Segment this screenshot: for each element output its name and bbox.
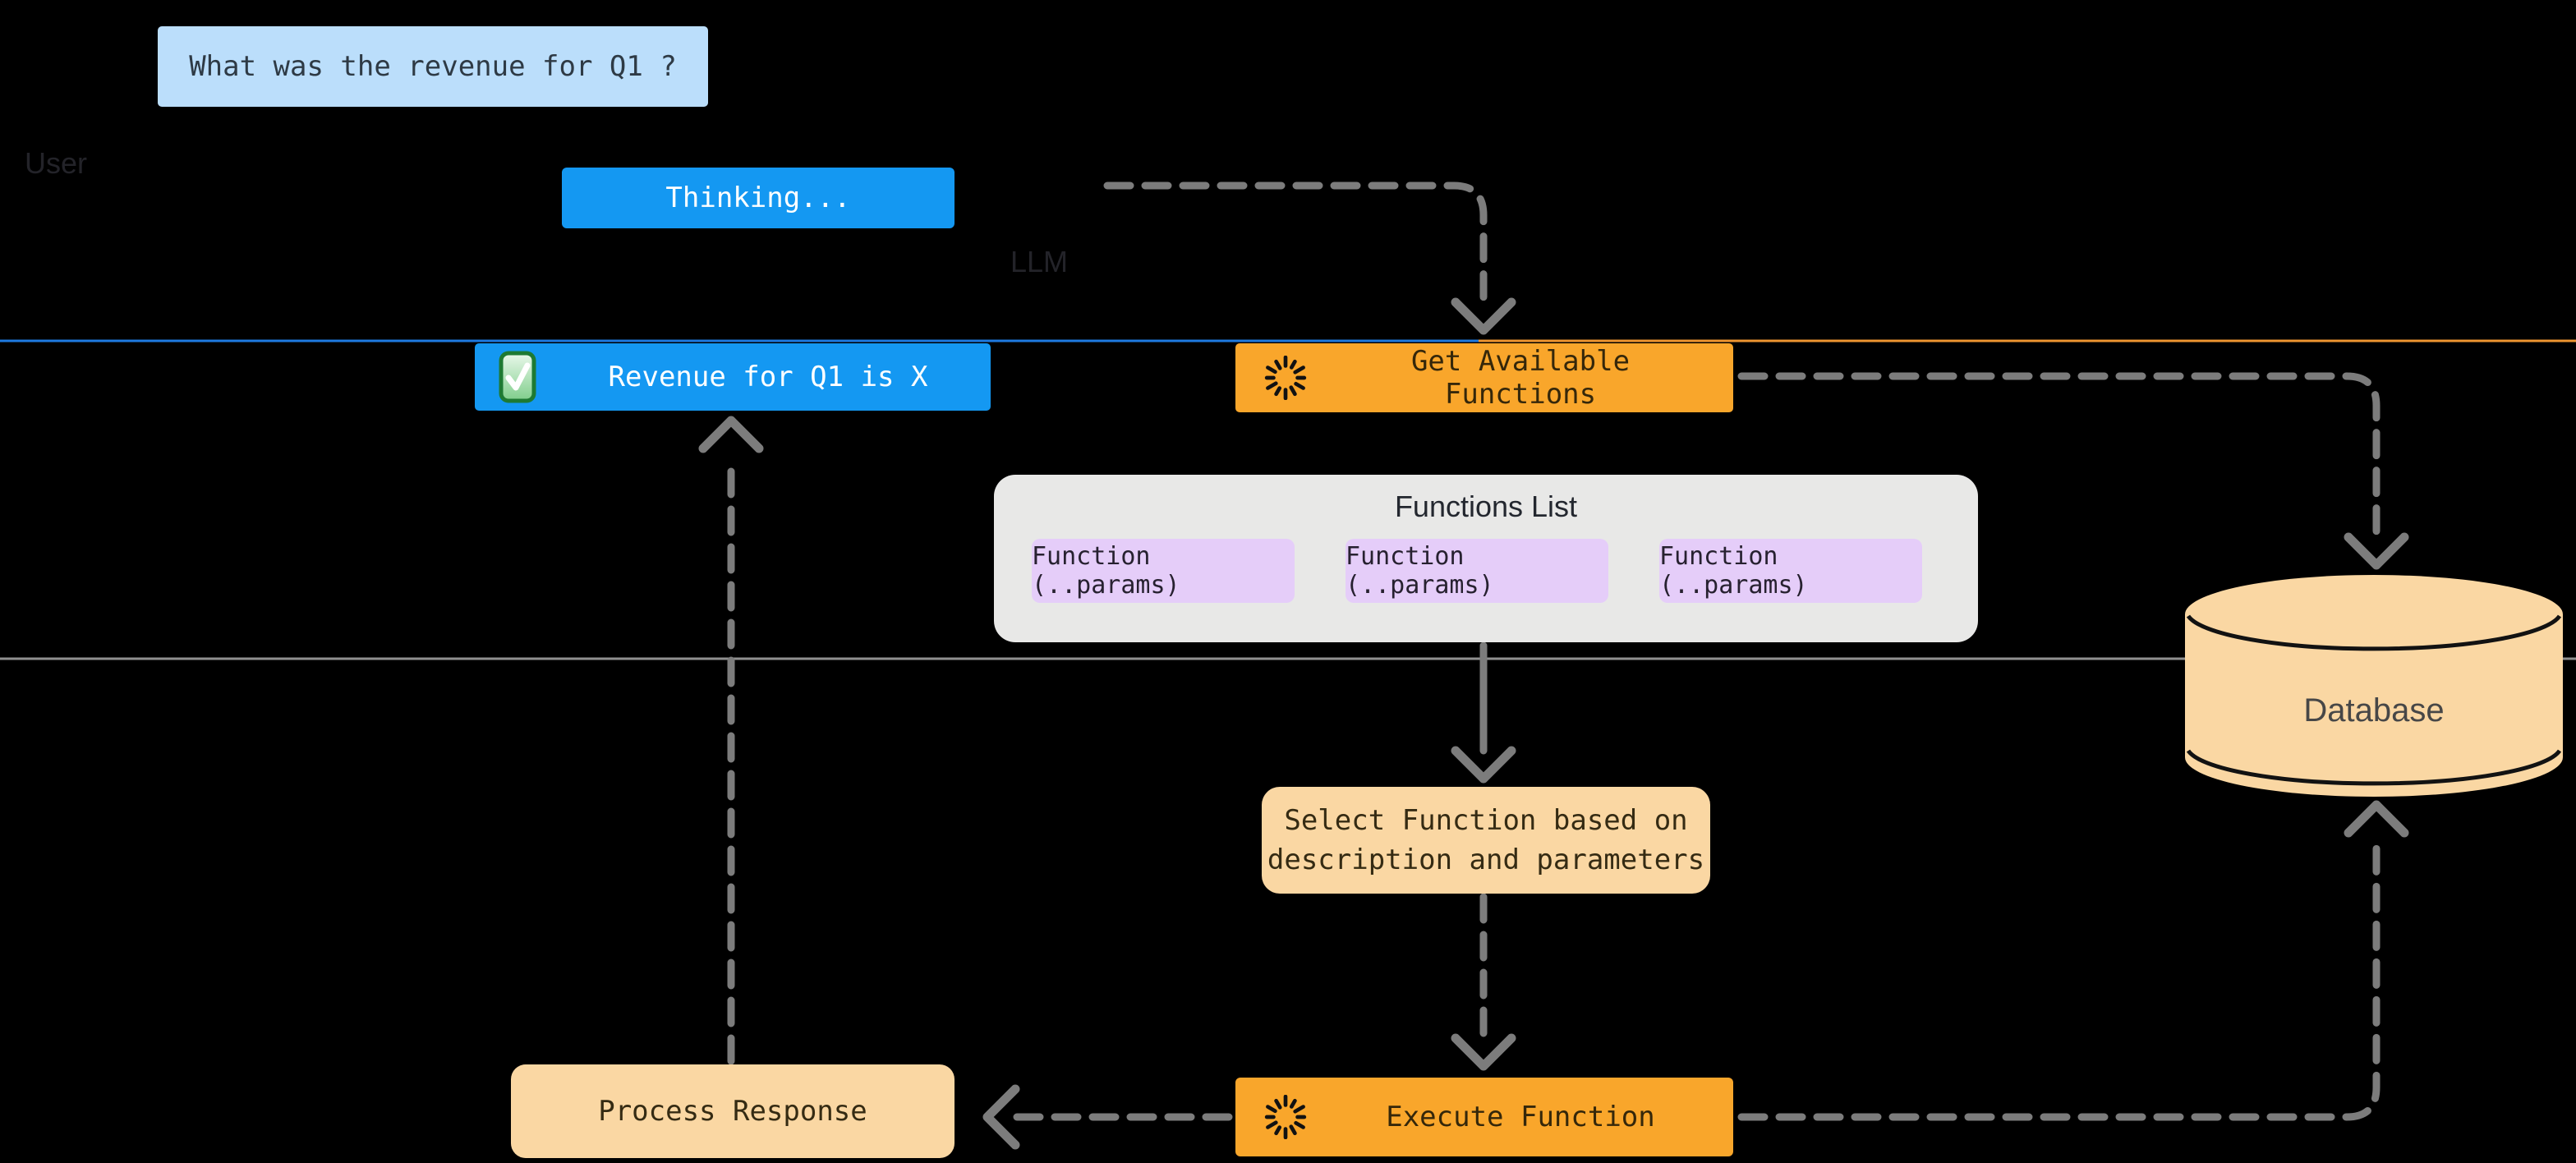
arrow-thinking-to-getfunctions — [1103, 182, 1488, 313]
thinking-label: Thinking... — [665, 182, 851, 214]
revenue-answer-box: Revenue for Q1 is X — [475, 343, 991, 411]
lane-label-user: User — [25, 146, 88, 180]
arrowhead-down-selectfn — [1451, 746, 1516, 784]
check-badge-icon — [499, 351, 536, 403]
function-item: Function (..params) — [1032, 539, 1295, 603]
thinking-box: Thinking... — [562, 168, 954, 228]
arrow-getfunctions-to-database — [1737, 372, 2380, 538]
loading-spinner-icon — [1264, 356, 1307, 400]
database-label: Database — [2303, 692, 2444, 729]
database-cylinder: Database — [2185, 575, 2563, 797]
user-question-label: What was the revenue for Q1 ? — [189, 50, 677, 83]
execute-function-label: Execute Function — [1386, 1101, 1655, 1133]
arrowhead-down-execute — [1451, 1033, 1516, 1071]
lane-label-llm: LLM — [1010, 245, 1069, 278]
execute-function-box: Execute Function — [1235, 1078, 1733, 1156]
arrowhead-down-database-top — [2344, 532, 2409, 570]
process-response-box: Process Response — [511, 1064, 954, 1158]
functions-list-row: Function (..params) Function (..params) … — [994, 539, 1978, 603]
functions-list-title: Functions List — [1394, 490, 1578, 523]
loading-spinner-icon — [1264, 1095, 1307, 1139]
select-function-line2: description and parameters — [1267, 844, 1705, 876]
function-item: Function (..params) — [1346, 539, 1608, 603]
function-item: Function (..params) — [1659, 539, 1922, 603]
process-response-label: Process Response — [598, 1095, 867, 1128]
database-top-seam — [2186, 614, 2562, 651]
get-available-functions-label: Get Available Functions — [1410, 345, 1631, 411]
arrowhead-down-getfunctions — [1451, 297, 1516, 335]
select-function-box: Select Function based on description and… — [1262, 787, 1710, 894]
functions-list-panel: Functions List Function (..params) Funct… — [994, 475, 1978, 642]
get-available-functions-box: Get Available Functions — [1235, 343, 1733, 412]
arrowhead-left-process — [982, 1084, 1020, 1150]
user-question-box: What was the revenue for Q1 ? — [158, 26, 708, 107]
select-function-line1: Select Function based on — [1284, 804, 1688, 837]
arrowhead-up-database-bottom — [2344, 800, 2409, 838]
database-body — [2185, 575, 2563, 797]
revenue-answer-label: Revenue for Q1 is X — [608, 361, 928, 393]
arrow-execute-to-database — [1737, 832, 2380, 1121]
database-bottom-seam — [2186, 749, 2562, 786]
arrowhead-up-revenue — [698, 416, 764, 453]
